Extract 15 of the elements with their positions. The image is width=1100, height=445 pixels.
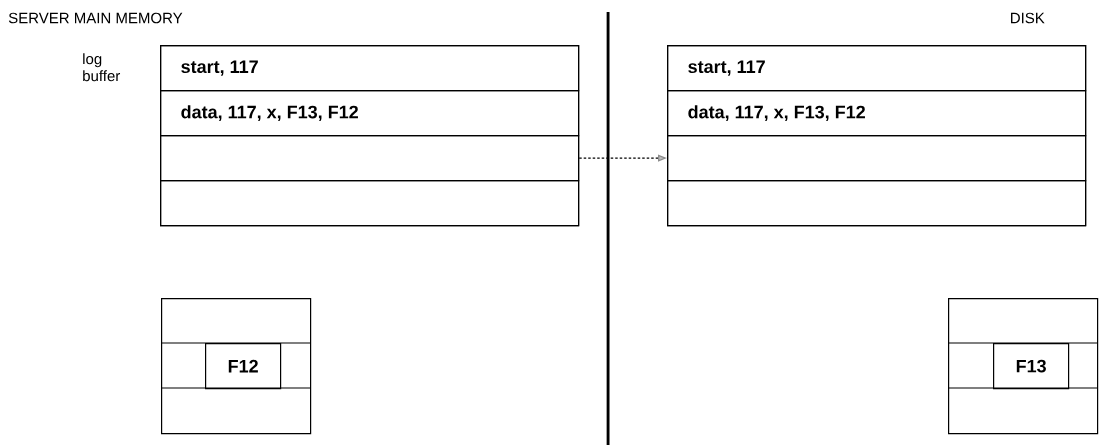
page-cell: F13 — [993, 343, 1070, 390]
log-record-row: start, 117 — [160, 45, 580, 92]
log-record-row — [667, 135, 1087, 182]
node-caption: log buffer — [83, 53, 121, 82]
section-heading: DISK — [1011, 12, 1045, 24]
page-cell: F12 — [205, 343, 282, 390]
log-record-row: start, 117 — [667, 45, 1087, 92]
log-record-row: data, 117, x, F13, F12 — [160, 90, 580, 137]
page-box — [161, 298, 312, 435]
log-record-row: data, 117, x, F13, F12 — [667, 90, 1087, 137]
log-record-row — [667, 180, 1087, 227]
log-record-row — [160, 135, 580, 182]
section-heading: SERVER MAIN MEMORY — [8, 12, 183, 24]
log-record-row — [160, 180, 580, 227]
page-box — [948, 298, 1099, 435]
